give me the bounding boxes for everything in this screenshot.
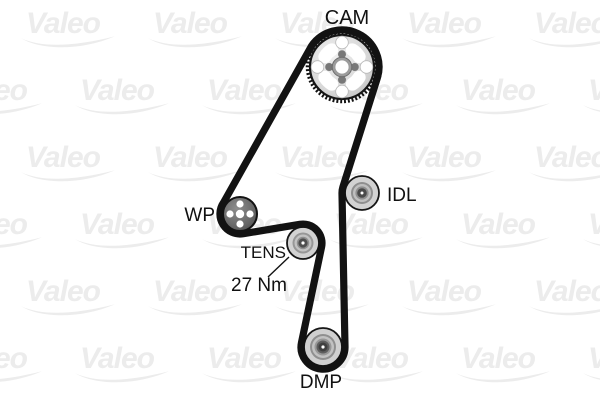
cam-label: CAM	[325, 7, 369, 29]
idler-pulley	[344, 175, 380, 211]
damper-pulley	[303, 327, 343, 367]
water-pump-holes	[226, 200, 254, 228]
tensioner-pulley	[286, 226, 320, 260]
idler-label: IDL	[387, 185, 417, 206]
tensioner-torque-label: 27 Nm	[231, 275, 287, 296]
cam-hub-bore	[335, 60, 349, 74]
tensioner-label: TENS	[241, 243, 286, 262]
cam-bolt-dots	[325, 50, 359, 84]
cam-cutouts	[318, 43, 366, 91]
torque-leader-line	[267, 256, 290, 278]
water-pump-label: WP	[184, 205, 215, 226]
cam-outer-holes	[310, 35, 374, 99]
timing-belt	[216, 26, 383, 373]
damper-label: DMP	[300, 372, 342, 393]
cam-sprocket	[305, 30, 379, 104]
